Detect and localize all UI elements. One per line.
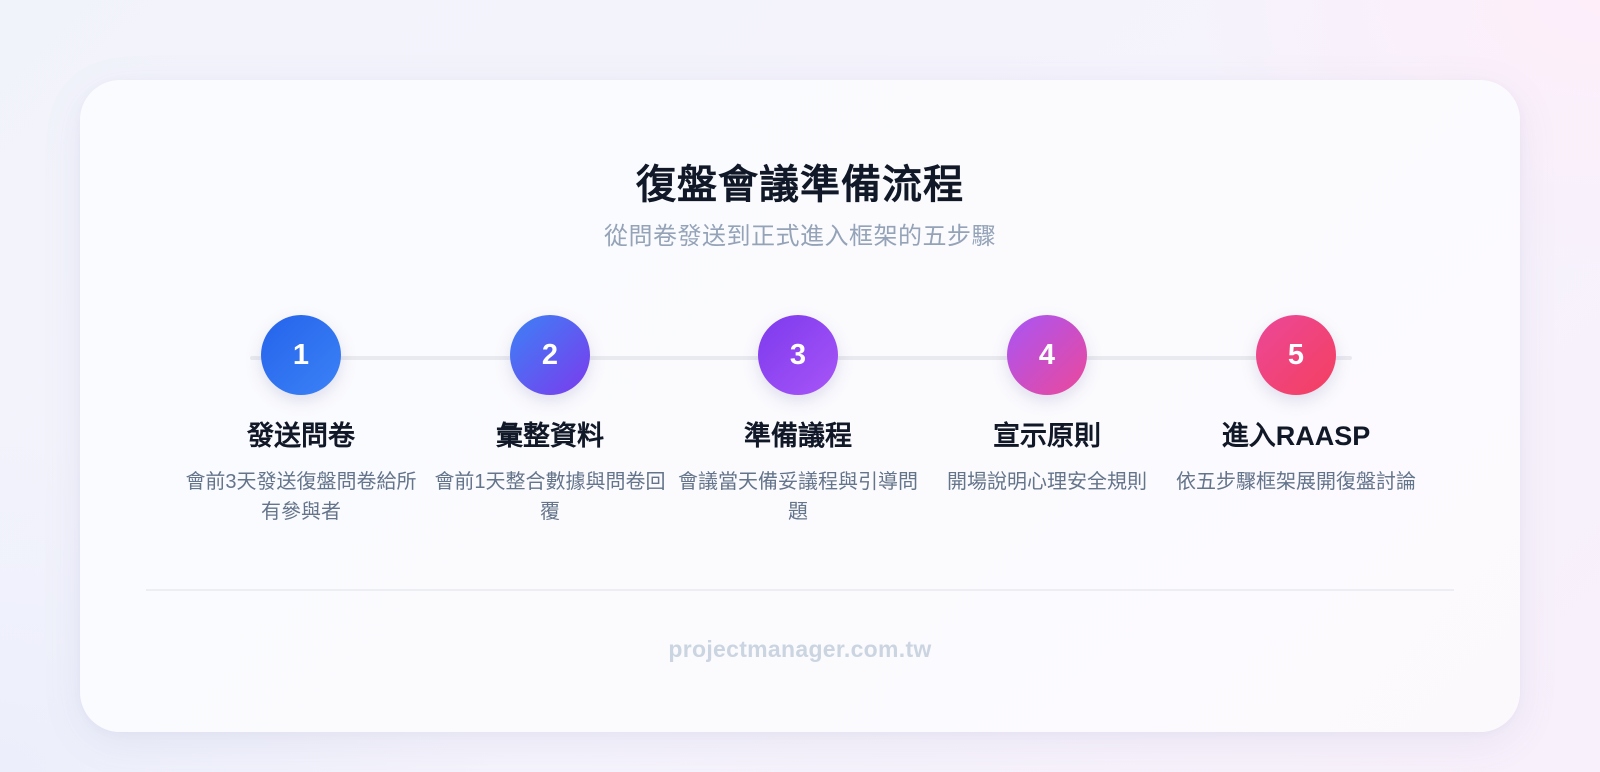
step-1: 1 發送問卷 會前3天發送復盤問卷給所有參與者 bbox=[181, 315, 421, 527]
step-description: 會前3天發送復盤問卷給所有參與者 bbox=[185, 471, 417, 523]
step-number-badge: 3 bbox=[758, 315, 838, 395]
step-2: 2 彙整資料 會前1天整合數據與問卷回覆 bbox=[430, 315, 670, 527]
step-5: 5 進入RAASP 依五步驟框架展開復盤討論 bbox=[1176, 315, 1416, 497]
step-number-badge: 5 bbox=[1256, 315, 1336, 395]
step-title: 準備議程 bbox=[744, 421, 852, 451]
step-description: 依五步驟框架展開復盤討論 bbox=[1176, 471, 1416, 493]
page-title: 復盤會議準備流程 bbox=[636, 163, 964, 207]
footer-divider bbox=[146, 589, 1454, 591]
step-number-badge: 2 bbox=[510, 315, 590, 395]
step-3: 3 準備議程 會議當天備妥議程與引導問題 bbox=[678, 315, 918, 527]
process-card: 復盤會議準備流程 從問卷發送到正式進入框架的五步驟 1 發送問卷 會前3天發送復… bbox=[80, 80, 1520, 732]
process-steps: 1 發送問卷 會前3天發送復盤問卷給所有參與者 2 彙整資料 會前1天整合數據與… bbox=[80, 315, 1520, 575]
step-description: 開場說明心理安全規則 bbox=[947, 471, 1147, 493]
step-title: 發送問卷 bbox=[247, 421, 355, 451]
step-title: 宣示原則 bbox=[993, 421, 1101, 451]
step-number-badge: 1 bbox=[261, 315, 341, 395]
footer-site-credit: projectmanager.com.tw bbox=[668, 636, 932, 662]
step-description: 會前1天整合數據與問卷回覆 bbox=[434, 471, 666, 523]
step-title: 進入RAASP bbox=[1221, 421, 1371, 451]
step-description: 會議當天備妥議程與引導問題 bbox=[678, 471, 918, 523]
step-4: 4 宣示原則 開場說明心理安全規則 bbox=[927, 315, 1167, 497]
page-subtitle: 從問卷發送到正式進入框架的五步驟 bbox=[604, 223, 996, 250]
step-title: 彙整資料 bbox=[496, 421, 604, 451]
step-number-badge: 4 bbox=[1007, 315, 1087, 395]
